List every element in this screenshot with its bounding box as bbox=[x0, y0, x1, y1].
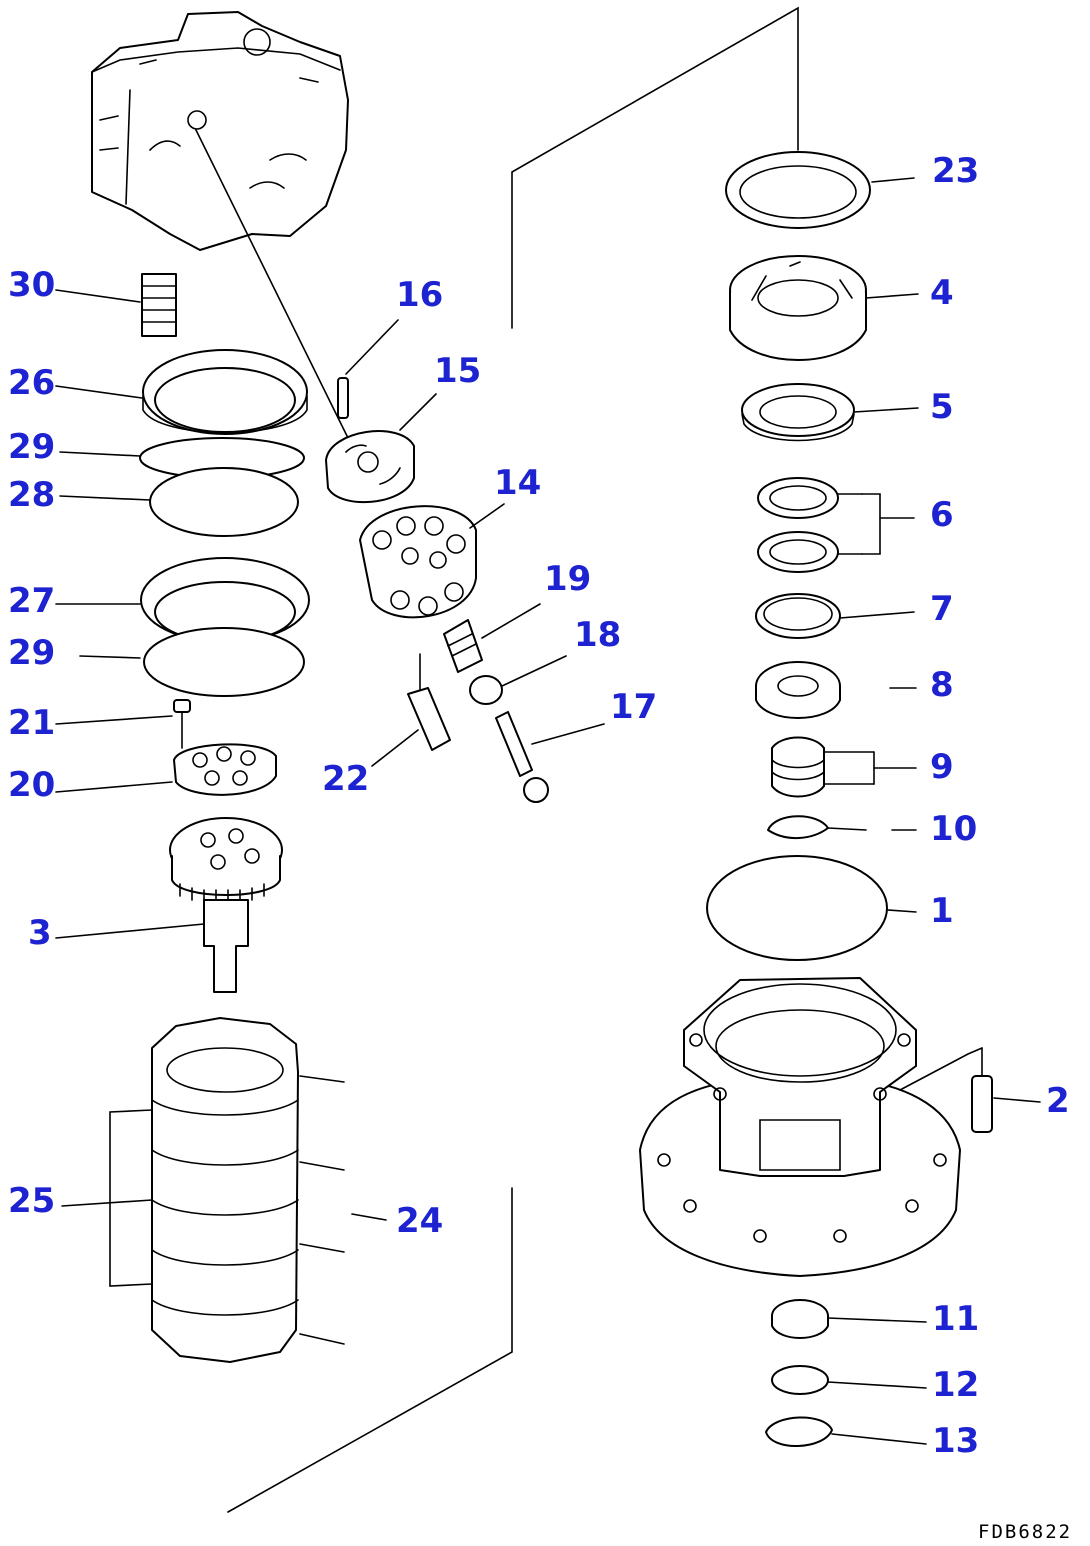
callout-26: 26 bbox=[8, 363, 55, 403]
callout-27: 27 bbox=[8, 581, 55, 621]
callout-29-lower: 29 bbox=[8, 633, 55, 673]
callout-14: 14 bbox=[494, 463, 541, 503]
part-20-retainer-plate bbox=[173, 743, 277, 796]
part-29-lower-o-ring bbox=[143, 627, 305, 697]
part-10-clip bbox=[767, 815, 829, 840]
callout-7: 7 bbox=[930, 589, 954, 629]
part-14-cylinder-block bbox=[359, 505, 477, 619]
callout-30: 30 bbox=[8, 265, 55, 305]
part-3-shaft bbox=[169, 817, 283, 993]
callout-12: 12 bbox=[932, 1365, 979, 1405]
part-15-valve-plate bbox=[325, 430, 415, 504]
part-2-bolt bbox=[899, 1047, 993, 1133]
part-7-snap-ring bbox=[755, 593, 841, 639]
leader-lines bbox=[55, 177, 1041, 1445]
part-26-seal-ring bbox=[142, 349, 308, 435]
part-13-snap-ring bbox=[765, 1416, 833, 1447]
part-5-seal bbox=[741, 383, 855, 442]
callout-16: 16 bbox=[396, 275, 443, 315]
part-18-seat bbox=[469, 675, 503, 705]
callout-29-upper: 29 bbox=[8, 427, 55, 467]
part-4-bearing bbox=[729, 255, 867, 361]
callout-25: 25 bbox=[8, 1181, 55, 1221]
callout-2: 2 bbox=[1046, 1081, 1070, 1121]
callout-3: 3 bbox=[28, 913, 52, 953]
callout-13: 13 bbox=[932, 1421, 979, 1461]
callout-23: 23 bbox=[932, 151, 979, 191]
callout-10: 10 bbox=[930, 809, 977, 849]
part-11-nut bbox=[771, 1299, 829, 1339]
part-1-o-ring bbox=[706, 855, 888, 961]
assembly-line-16 bbox=[195, 129, 349, 439]
part-28-o-ring bbox=[149, 467, 299, 537]
callout-labels: 30 26 29 28 27 29 21 20 3 25 24 16 15 14… bbox=[8, 151, 1070, 1461]
part-24-25-plate-stack bbox=[151, 1017, 299, 1363]
part-6-shims bbox=[757, 477, 839, 573]
callout-20: 20 bbox=[8, 765, 55, 805]
callout-8: 8 bbox=[930, 665, 954, 705]
callout-6: 6 bbox=[930, 495, 954, 535]
callout-19: 19 bbox=[544, 559, 591, 599]
part-21-bolt bbox=[173, 699, 191, 749]
callout-4: 4 bbox=[930, 273, 954, 313]
part-23-ring bbox=[725, 151, 871, 229]
part-9-springs bbox=[771, 736, 825, 798]
callout-18: 18 bbox=[574, 615, 621, 655]
part-17-rod bbox=[495, 711, 549, 803]
drawing-code: FDB6822 bbox=[978, 1521, 1072, 1543]
callout-17: 17 bbox=[610, 687, 657, 727]
callout-9: 9 bbox=[930, 747, 954, 787]
motor-housing bbox=[91, 11, 349, 251]
motor-case bbox=[639, 977, 961, 1277]
assembly-axis-lines bbox=[227, 6, 799, 1513]
callout-28: 28 bbox=[8, 475, 55, 515]
part-16-pin bbox=[337, 377, 349, 419]
part-22-piston bbox=[407, 653, 451, 751]
part-8-collar bbox=[755, 661, 841, 719]
callout-22: 22 bbox=[322, 759, 369, 799]
callout-21: 21 bbox=[8, 703, 55, 743]
callout-5: 5 bbox=[930, 387, 954, 427]
callout-15: 15 bbox=[434, 351, 481, 391]
part-19-spring bbox=[443, 619, 483, 673]
part-30-spring bbox=[141, 273, 177, 337]
callout-24: 24 bbox=[396, 1201, 443, 1241]
callout-1: 1 bbox=[930, 891, 954, 931]
part-12-washer bbox=[771, 1365, 829, 1395]
callout-11: 11 bbox=[932, 1299, 979, 1339]
